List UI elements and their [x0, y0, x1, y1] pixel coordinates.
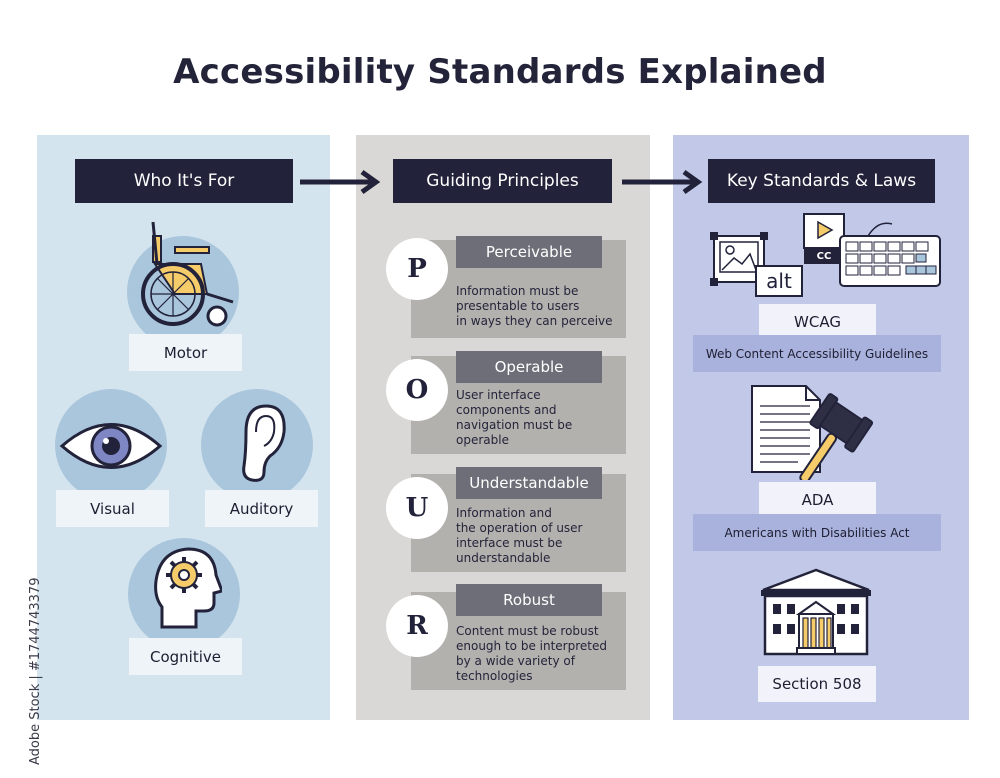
alt-text-label: alt	[766, 269, 792, 293]
standard-name-wcag: WCAG	[759, 304, 876, 340]
stock-watermark: Adobe Stock | #1744743379	[28, 577, 43, 765]
principle-letter-u: U	[386, 477, 448, 539]
standard-full-wcag: Web Content Accessibility Guidelines	[693, 335, 941, 372]
principle-description-operable: User interface components and navigation…	[456, 388, 573, 447]
wheelchair-icon	[141, 221, 234, 327]
header-guiding-principles: Guiding Principles	[393, 159, 612, 203]
page-title: Accessibility Standards Explained	[173, 52, 827, 92]
head-gear-icon	[154, 547, 222, 629]
standard-name-section-508: Section 508	[758, 666, 876, 702]
document-gavel-icon	[751, 385, 874, 480]
header-who-its-for: Who It's For	[75, 159, 293, 203]
principle-description-understandable: Information and the operation of user in…	[456, 506, 583, 565]
principle-letter-o: O	[386, 359, 448, 421]
principle-description-perceivable: Information must be presentable to users…	[456, 284, 613, 328]
principle-name-operable: Operable	[456, 351, 602, 383]
principle-name-understandable: Understandable	[456, 467, 602, 499]
ear-icon	[242, 404, 286, 482]
principle-description-robust: Content must be robust enough to be inte…	[456, 624, 607, 683]
principle-name-perceivable: Perceivable	[456, 236, 602, 268]
principle-name-robust: Robust	[456, 584, 602, 616]
label-cognitive: Cognitive	[129, 638, 242, 675]
standard-name-ada: ADA	[759, 482, 876, 518]
label-auditory: Auditory	[205, 490, 318, 527]
label-motor: Motor	[129, 334, 242, 371]
standard-full-ada: Americans with Disabilities Act	[693, 514, 941, 551]
closed-captions-label: CC	[816, 250, 832, 262]
principle-letter-r: R	[386, 595, 448, 657]
arrow-right-icon	[622, 169, 703, 195]
principle-letter-p: P	[386, 238, 448, 300]
accessibility-devices-icon	[710, 213, 941, 297]
arrow-right-icon	[300, 169, 381, 195]
header-key-standards: Key Standards & Laws	[708, 159, 935, 203]
eye-icon	[59, 423, 163, 469]
government-building-icon	[761, 568, 871, 656]
label-visual: Visual	[56, 490, 169, 527]
